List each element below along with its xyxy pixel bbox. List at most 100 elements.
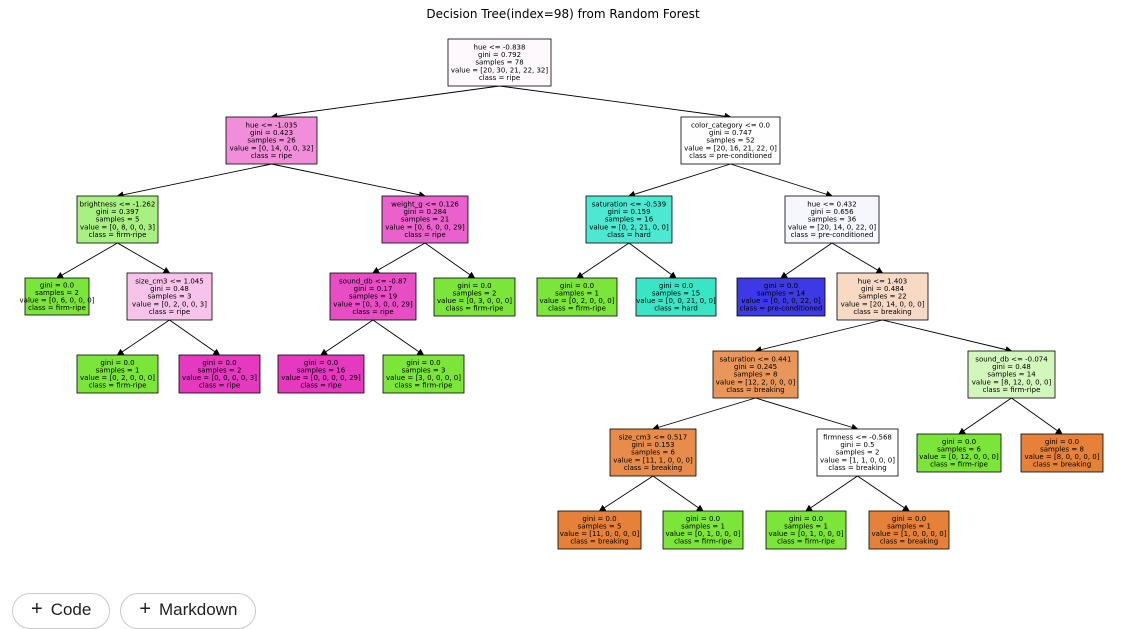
tree-node-line: samples = 3 [402, 366, 446, 374]
tree-node-line: class = firm-ripe [930, 461, 988, 469]
tree-node-box [126, 272, 213, 321]
tree-node-line: class = ripe [479, 74, 520, 82]
tree-node-line: samples = 16 [297, 366, 346, 374]
tree-node-line: hue <= 0.432 [807, 201, 856, 209]
tree-node-line: gini = 0.0 [457, 282, 491, 290]
tree-node-line: class = firm-ripe [777, 538, 835, 546]
tree-node-box [784, 195, 880, 244]
tree-node-box [635, 277, 717, 317]
tree-node-line: value = [0, 0, 0, 22, 0] [741, 297, 821, 305]
tree-edge [372, 242, 426, 274]
tree-node-line: samples = 6 [937, 445, 981, 453]
tree-node-line: class = hard [654, 305, 698, 313]
tree-node-line: samples = 52 [706, 137, 754, 145]
tree-node-line: value = [0, 0, 21, 0, 0] [636, 297, 716, 305]
tree-edge [1011, 397, 1063, 435]
tree-node-line: hue <= -1.035 [246, 122, 298, 130]
tree-node-box [536, 277, 618, 317]
tree-node-line: gini = 0.747 [709, 129, 752, 137]
tree-edge [56, 242, 118, 279]
tree-edge [831, 242, 884, 274]
tree-node-line: value = [0, 2, 0, 0, 0] [540, 297, 615, 305]
tree-edge [958, 397, 1012, 435]
tree-node-box [24, 277, 90, 316]
tree-node-box [680, 116, 781, 165]
tree-node-line: samples = 1 [555, 289, 599, 297]
tree-node-box [916, 433, 1002, 473]
decision-tree-diagram: Decision Tree(index=98) from Random Fore… [20, 7, 1104, 550]
tree-node-line: class = ripe [404, 231, 445, 239]
tree-node-line: gini = 0.484 [861, 285, 905, 293]
tree-node-line: class = ripe [300, 382, 341, 390]
tree-node-line: gini = 0.656 [810, 208, 854, 216]
tree-node-line: value = [0, 1, 0, 0, 0] [666, 530, 741, 538]
tree-edge [628, 242, 677, 279]
tree-edge [424, 242, 476, 279]
tree-node-line: samples = 22 [858, 293, 906, 301]
tree-edge [754, 319, 883, 353]
tree-node-line: gini = 0.159 [607, 208, 650, 216]
tree-node-box [382, 354, 465, 394]
tree-node-line: value = [12, 2, 0, 0, 0] [716, 378, 796, 386]
tree-node-line: gini = 0.0 [304, 359, 338, 367]
tree-node-line: class = firm-ripe [89, 382, 147, 390]
tree-node-line: samples = 26 [247, 137, 296, 145]
tree-node-line: class = pre-conditioned [689, 152, 772, 160]
add-code-cell-button[interactable]: + Code [12, 593, 111, 629]
tree-node-line: class = ripe [149, 308, 190, 316]
tree-node-line: gini = 0.0 [40, 281, 74, 289]
tree-node-line: samples = 15 [652, 289, 700, 297]
tree-node-line: gini = 0.792 [478, 51, 521, 59]
tree-edge [271, 163, 426, 199]
tree-node-line: class = firm-ripe [674, 538, 732, 546]
tree-edge [116, 319, 170, 356]
tree-node-line: samples = 2 [198, 366, 242, 374]
tree-node-line: value = [1, 0, 0, 0, 0] [872, 530, 947, 538]
tree-node-line: value = [8, 12, 0, 0, 0] [972, 378, 1052, 386]
tree-node-box [816, 428, 899, 477]
tree-node-line: samples = 5 [96, 216, 140, 224]
tree-node-line: hue <= -0.838 [474, 44, 526, 52]
tree-node-line: sound_db <= -0.87 [339, 278, 407, 286]
tree-node-line: class = ripe [251, 152, 292, 160]
tree-node-box [836, 272, 929, 321]
add-markdown-cell-button[interactable]: + Markdown [120, 593, 257, 629]
tree-edges [56, 85, 1063, 512]
tree-node-line: gini = 0.0 [686, 515, 720, 523]
tree-node-line: value = [11, 0, 0, 0, 0] [560, 530, 640, 538]
tree-node-line: value = [11, 1, 0, 0, 0] [613, 456, 693, 464]
tree-node-line: color_category <= 0.0 [691, 122, 770, 130]
tree-node-box [76, 195, 159, 244]
tree-node-line: class = breaking [624, 464, 682, 472]
tree-node-line: samples = 14 [757, 289, 806, 297]
tree-node-line: gini = 0.0 [892, 515, 926, 523]
tree-node-line: hue <= 1.403 [858, 278, 907, 286]
tree-node-line: value = [1, 1, 0, 0, 0] [820, 456, 895, 464]
tree-node-box [736, 277, 826, 317]
tree-node-line: gini = 0.0 [202, 359, 236, 367]
tree-node-line: value = [0, 2, 0, 0, 3] [132, 300, 207, 308]
tree-node-line: gini = 0.0 [1045, 438, 1079, 446]
tree-edge [598, 475, 654, 512]
tree-node-line: value = [0, 3, 0, 0, 29] [333, 300, 413, 308]
tree-node-line: gini = 0.423 [250, 129, 293, 137]
tree-node-line: gini = 0.0 [659, 282, 693, 290]
tree-node-box [381, 195, 469, 244]
tree-node-line: class = breaking [726, 386, 784, 394]
tree-node-line: value = [0, 2, 21, 0, 0] [589, 223, 669, 231]
tree-node-line: class = pre-conditioned [740, 305, 823, 313]
tree-node-line: class = pre-conditioned [791, 231, 874, 239]
tree-node-box [765, 510, 847, 550]
